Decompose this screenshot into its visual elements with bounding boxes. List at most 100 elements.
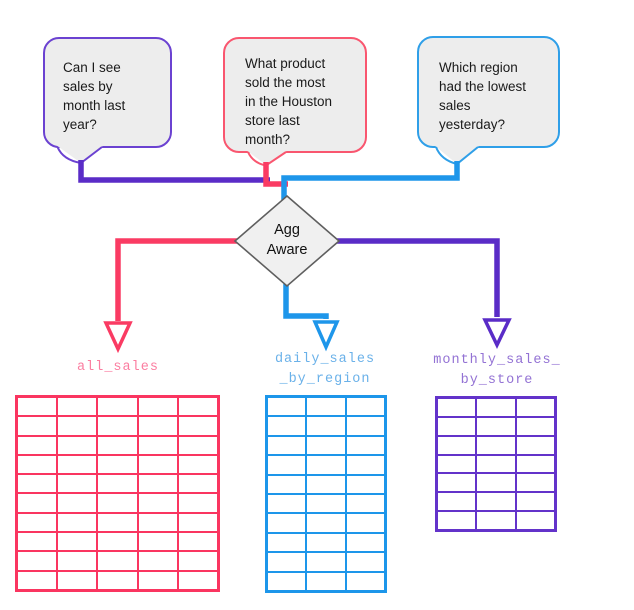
bubble-tail-stroke bbox=[247, 151, 287, 167]
table-cell bbox=[307, 553, 345, 571]
table-cell bbox=[138, 417, 177, 435]
table-cell bbox=[58, 533, 97, 551]
table-cell bbox=[268, 417, 306, 435]
table-cell bbox=[98, 552, 137, 570]
table-cell bbox=[438, 436, 476, 454]
table-cell bbox=[516, 512, 554, 529]
table-cell bbox=[268, 398, 306, 416]
bubble-tail-stroke bbox=[56, 146, 103, 165]
table-cell bbox=[516, 493, 554, 511]
arrowhead-blue bbox=[312, 320, 340, 352]
table-cell bbox=[346, 494, 384, 513]
table-cell bbox=[268, 533, 306, 552]
table-cell bbox=[58, 436, 97, 454]
table-cell bbox=[438, 417, 476, 435]
table-cell bbox=[307, 436, 345, 455]
table-grid-monthly-sales-by-store bbox=[435, 396, 557, 532]
table-title-all-sales: all_sales bbox=[77, 360, 159, 375]
connector-purple-out bbox=[336, 238, 500, 317]
table-cell bbox=[58, 475, 97, 493]
table-cell bbox=[307, 456, 345, 474]
diamond-label: Agg Aware bbox=[266, 222, 308, 258]
table-grid-daily-sales-by-region bbox=[265, 395, 387, 593]
table-cell bbox=[438, 512, 476, 529]
table-cell bbox=[58, 455, 97, 474]
table-cell bbox=[18, 436, 57, 454]
table-cell bbox=[18, 552, 57, 570]
connector-blue-out bbox=[283, 284, 329, 319]
table-cell bbox=[516, 455, 554, 473]
table-cell bbox=[307, 398, 345, 416]
connector-blue-in bbox=[281, 161, 460, 200]
table-cell bbox=[346, 514, 384, 532]
table-cell bbox=[268, 514, 306, 532]
table-cell bbox=[516, 417, 554, 435]
table-cell bbox=[178, 533, 217, 551]
table-cell bbox=[307, 494, 345, 513]
table-cell bbox=[138, 398, 177, 416]
table-cell bbox=[138, 513, 177, 532]
table-cell bbox=[58, 513, 97, 532]
table-cell bbox=[98, 533, 137, 551]
table-cell bbox=[178, 513, 217, 532]
table-cell bbox=[178, 417, 217, 435]
table-cell bbox=[268, 572, 306, 590]
table-cell bbox=[268, 553, 306, 571]
table-cell bbox=[268, 456, 306, 474]
bubble-tail-stroke bbox=[435, 146, 479, 166]
table-cell bbox=[477, 474, 515, 492]
table-cell bbox=[307, 475, 345, 493]
table-cell bbox=[516, 474, 554, 492]
table-cell bbox=[346, 398, 384, 416]
table-cell bbox=[18, 398, 57, 416]
table-cell bbox=[138, 436, 177, 454]
table-cell bbox=[18, 494, 57, 512]
table-cell bbox=[178, 571, 217, 589]
table-title-monthly-sales-by-store: monthly_sales_ by_store bbox=[433, 353, 561, 388]
table-cell bbox=[268, 475, 306, 493]
question-bubble-top-product: What product sold the most in the Housto… bbox=[223, 37, 367, 153]
table-cell bbox=[516, 399, 554, 416]
connector-pink-in bbox=[263, 162, 288, 187]
table-cell bbox=[477, 493, 515, 511]
table-cell bbox=[138, 475, 177, 493]
table-cell bbox=[98, 436, 137, 454]
table-grid-all-sales bbox=[15, 395, 220, 592]
table-cell bbox=[307, 533, 345, 552]
arrowhead-pink bbox=[103, 321, 133, 354]
table-cell bbox=[438, 474, 476, 492]
table-cell bbox=[477, 399, 515, 416]
table-cell bbox=[178, 552, 217, 570]
table-cell bbox=[516, 436, 554, 454]
table-cell bbox=[268, 436, 306, 455]
table-cell bbox=[477, 417, 515, 435]
table-cell bbox=[138, 571, 177, 589]
table-cell bbox=[307, 417, 345, 435]
table-cell bbox=[477, 455, 515, 473]
table-cell bbox=[178, 436, 217, 454]
table-cell bbox=[178, 398, 217, 416]
table-cell bbox=[58, 398, 97, 416]
question-bubble-lowest-region: Which region had the lowest sales yester… bbox=[417, 36, 560, 148]
table-cell bbox=[438, 493, 476, 511]
table-cell bbox=[58, 571, 97, 589]
table-cell bbox=[346, 533, 384, 552]
table-cell bbox=[346, 572, 384, 590]
table-cell bbox=[98, 455, 137, 474]
table-cell bbox=[307, 572, 345, 590]
table-cell bbox=[438, 399, 476, 416]
arrowhead-purple bbox=[482, 318, 512, 350]
table-cell bbox=[98, 417, 137, 435]
table-title-daily-sales-by-region: daily_sales _by_region bbox=[274, 352, 376, 387]
table-cell bbox=[138, 455, 177, 474]
table-cell bbox=[346, 553, 384, 571]
connector-purple-in bbox=[78, 160, 270, 183]
table-cell bbox=[98, 494, 137, 512]
connector-pink-out bbox=[115, 238, 238, 321]
table-cell bbox=[18, 513, 57, 532]
table-cell bbox=[477, 512, 515, 529]
table-cell bbox=[58, 552, 97, 570]
table-cell bbox=[307, 514, 345, 532]
table-cell bbox=[346, 436, 384, 455]
